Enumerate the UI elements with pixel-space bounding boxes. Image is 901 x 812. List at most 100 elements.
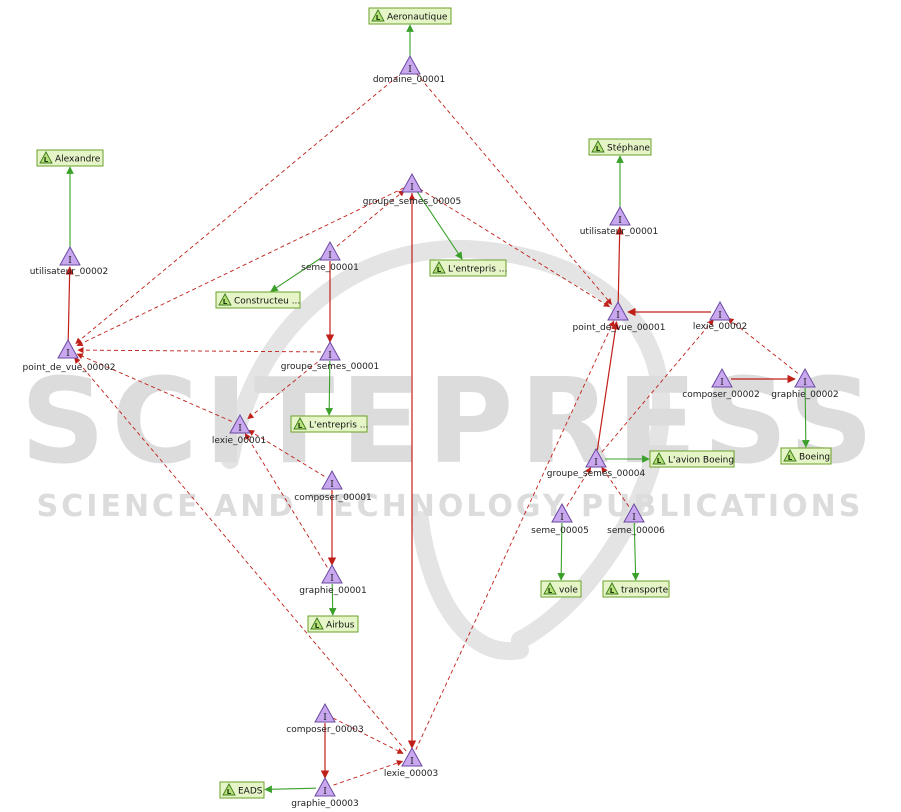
instance-label: groupe_semes_00001 bbox=[281, 362, 380, 372]
literal-node-lit_boeing[interactable]: L Boeing bbox=[780, 447, 832, 465]
literal-icon bbox=[783, 449, 797, 462]
edge-lexie_00003-to-point_de_vue_00001 bbox=[415, 320, 615, 751]
literal-text: Constructeu ... bbox=[234, 297, 300, 307]
edge-graphie_00002-to-lit_boeing bbox=[801, 387, 810, 448]
instance-glyph: I bbox=[560, 513, 564, 523]
literal-text: EADS bbox=[238, 787, 263, 797]
literal-glyph: L bbox=[657, 457, 662, 465]
literal-icon bbox=[310, 617, 324, 630]
watermark-title: SCITEPRESS bbox=[20, 352, 879, 490]
instance-glyph: I bbox=[720, 378, 724, 388]
literal-glyph: L bbox=[223, 298, 228, 306]
literal-text: Boeing bbox=[799, 453, 830, 463]
literal-box bbox=[588, 138, 652, 156]
instance-label: composer_00003 bbox=[286, 725, 364, 735]
literal-glyph: L bbox=[315, 622, 320, 630]
literal-text: L'avion Boeing bbox=[668, 456, 734, 466]
instance-label: groupe_semes_00005 bbox=[363, 197, 462, 207]
instance-label: graphie_00001 bbox=[299, 586, 367, 596]
instance-label: lexie_00003 bbox=[384, 769, 438, 779]
instance-glyph: I bbox=[330, 574, 334, 584]
instance-icon bbox=[585, 447, 607, 468]
literal-box bbox=[602, 580, 670, 598]
instance-glyph: I bbox=[718, 311, 722, 321]
instance-glyph: I bbox=[328, 351, 332, 361]
instance-glyph: I bbox=[803, 378, 807, 388]
instance-label: groupe_semes_00004 bbox=[547, 469, 646, 479]
literal-icon bbox=[293, 417, 307, 430]
instance-label: graphie_00002 bbox=[771, 390, 839, 400]
edge-domaine_00001-to-point_de_vue_00002 bbox=[75, 71, 404, 345]
edge-seme_00006-to-lit_transporte bbox=[631, 522, 640, 581]
instance-icon bbox=[314, 702, 336, 723]
edge-graphie_00001-to-lexie_00001 bbox=[244, 432, 328, 568]
instance-glyph: I bbox=[330, 480, 334, 490]
literal-glyph: L bbox=[44, 156, 49, 164]
instance-icon bbox=[794, 367, 816, 388]
literal-text: Stéphane bbox=[607, 143, 650, 154]
instance-label: point_de_vue_00002 bbox=[23, 363, 116, 373]
literal-glyph: L bbox=[788, 454, 793, 462]
literal-node-lit_avion_boeing[interactable]: L L'avion Boeing bbox=[649, 450, 735, 468]
watermark-subtitle: SCIENCE AND TECHNOLOGY PUBLICATIONS bbox=[37, 489, 864, 524]
literal-text: Airbus bbox=[326, 621, 355, 631]
instance-icon bbox=[609, 205, 631, 226]
edge-seme_00006-to-groupe_semes_00004 bbox=[601, 466, 630, 507]
literal-node-lit_airbus[interactable]: L Airbus bbox=[307, 615, 359, 633]
literal-node-lit_constructeu[interactable]: L Constructeu ... bbox=[215, 291, 301, 309]
literal-icon bbox=[371, 9, 385, 22]
instance-label: utilisateur_00002 bbox=[30, 267, 109, 277]
literal-node-lit_eads[interactable]: L EADS bbox=[219, 781, 265, 799]
literal-glyph: L bbox=[227, 788, 232, 796]
edge-groupe_semes_00004-to-point_de_vue_00001 bbox=[596, 321, 620, 451]
edge-lexie_00001-to-point_de_vue_00002 bbox=[76, 353, 232, 422]
instance-icon bbox=[551, 502, 573, 523]
instance-icon bbox=[57, 338, 79, 359]
literal-box bbox=[368, 7, 452, 25]
instance-glyph: I bbox=[410, 183, 414, 193]
instance-icon bbox=[321, 563, 343, 584]
instance-label: composer_00002 bbox=[682, 390, 760, 400]
edge-groupe_semes_00005-to-point_de_vue_00002 bbox=[76, 187, 405, 347]
literal-box bbox=[215, 291, 301, 309]
edge-point_de_vue_00001-to-utilisateur_00001 bbox=[615, 226, 624, 304]
instance-icon bbox=[319, 240, 341, 261]
instance-glyph: I bbox=[594, 458, 598, 468]
instance-label: lexie_00001 bbox=[212, 436, 266, 446]
instance-glyph: I bbox=[323, 713, 327, 723]
edge-groupe_semes_00004-to-lexie_00002 bbox=[601, 319, 714, 453]
edge-domaine_00001-to-point_de_vue_00001 bbox=[415, 72, 612, 305]
watermark: SCITEPRESS SCIENCE AND TECHNOLOGY PUBLIC… bbox=[20, 240, 879, 661]
instance-label: point_de_vue_00001 bbox=[573, 323, 666, 333]
instance-label: composer_00001 bbox=[294, 493, 372, 503]
instance-glyph: I bbox=[68, 256, 72, 266]
